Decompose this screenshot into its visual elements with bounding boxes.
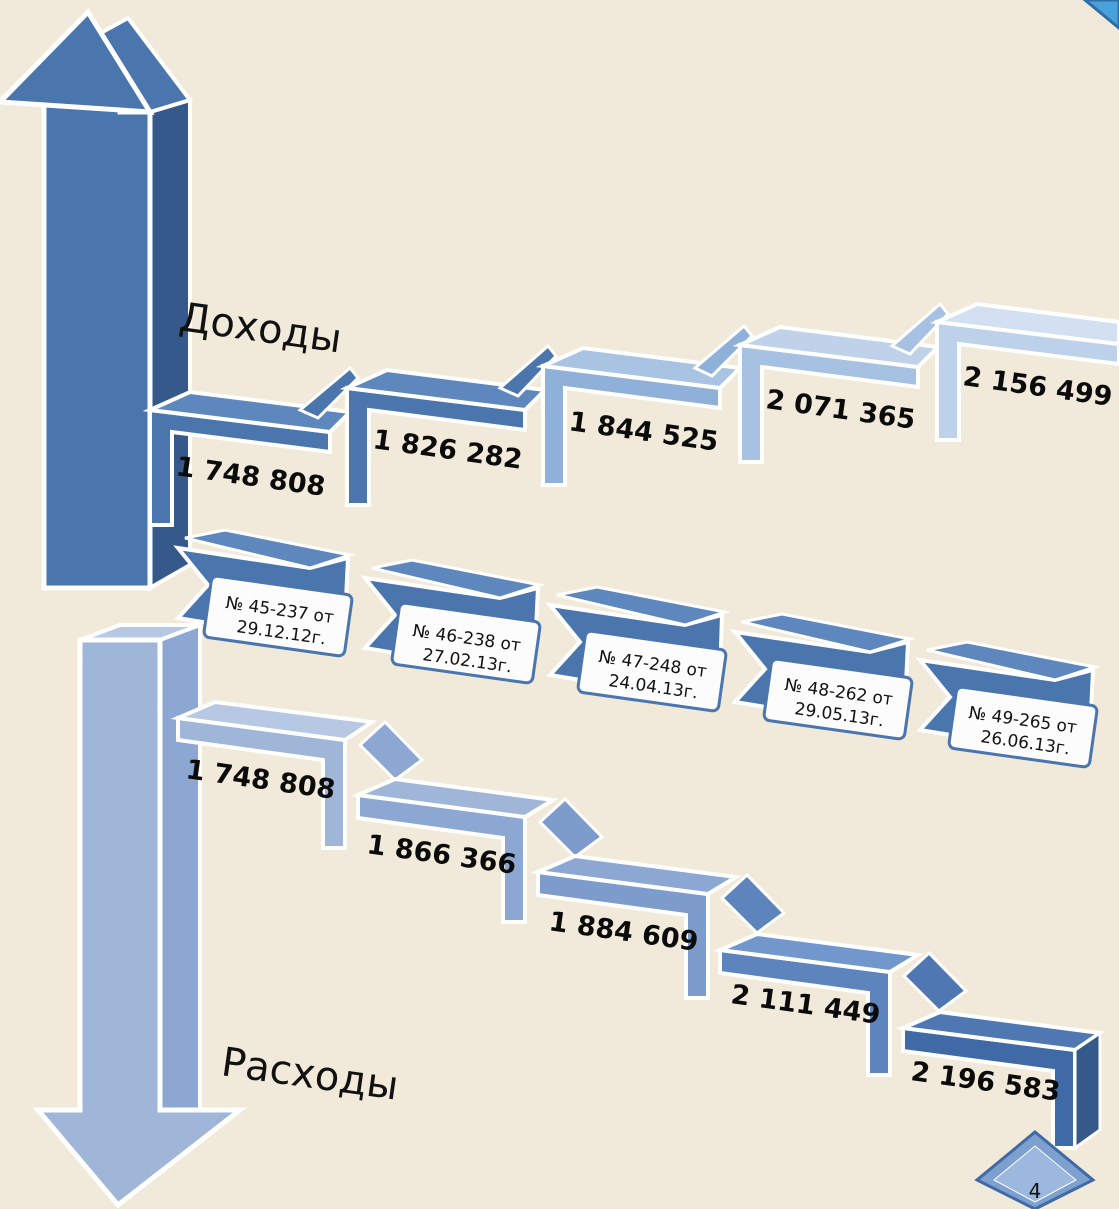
expense-down-arrow [32, 622, 248, 1209]
corner-decoration [1082, 0, 1119, 30]
income-value: 2 156 499 [961, 361, 1114, 413]
expense-title: Расходы [219, 1039, 402, 1109]
income-value: 1 826 282 [371, 424, 524, 476]
expense-step [712, 931, 969, 1077]
income-value: 2 071 365 [764, 384, 917, 436]
income-value: 1 748 808 [174, 451, 327, 503]
income-title: Доходы [177, 294, 345, 362]
decision-item [730, 612, 916, 741]
income-value: 1 844 525 [567, 406, 720, 458]
income-step [732, 301, 950, 464]
decision-item [545, 585, 731, 713]
decision-item [360, 558, 546, 685]
expense-step [895, 1009, 1106, 1151]
page-number: 4 [1029, 1179, 1042, 1203]
expense-step [170, 699, 425, 850]
decision-item [173, 528, 356, 658]
income-step [142, 365, 361, 527]
expense-step [350, 776, 605, 924]
page-number-badge[interactable]: 4 [974, 1130, 1096, 1209]
income-step [535, 323, 755, 487]
expense-value: 1 748 808 [184, 754, 337, 806]
income-step [929, 301, 1119, 442]
expense-step [530, 853, 787, 1000]
decision-item [915, 640, 1101, 769]
